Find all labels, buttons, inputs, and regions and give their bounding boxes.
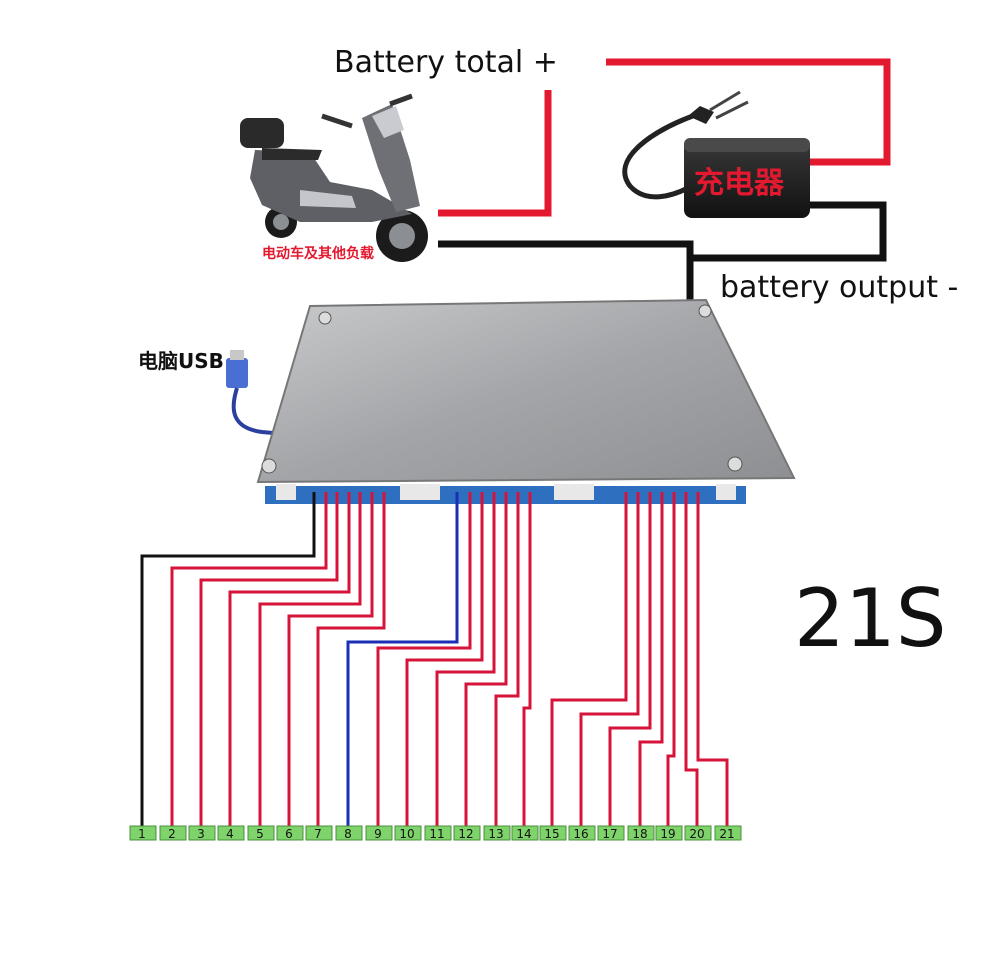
load-negative-wire [438,240,694,302]
terminal-block-4 [217,825,245,841]
terminal-block-3 [188,825,216,841]
terminal-label-13: 13 [488,827,503,841]
load-positive-wire [438,90,552,217]
terminal-block-19 [655,825,683,841]
terminal-block-12 [453,825,481,841]
scooter-caption: 电动车及其他负载 [262,245,374,262]
balance-wire-10 [405,492,484,832]
balance-wire-15 [550,492,628,832]
terminal-label-1: 1 [138,827,146,841]
terminal-label-4: 4 [226,827,234,841]
terminal-label-15: 15 [544,827,559,841]
terminal-block-17 [597,825,625,841]
terminal-block-18 [627,825,655,841]
terminal-label-18: 18 [632,827,647,841]
terminal-block-13 [483,825,511,841]
terminal-block-8 [335,825,363,841]
terminal-label-3: 3 [197,827,205,841]
balance-wire-11 [435,492,496,832]
balance-wire-3 [199,492,339,832]
terminal-block-21 [714,825,742,841]
terminal-label-2: 2 [168,827,176,841]
terminal-block-2 [159,825,187,841]
balance-wire-9 [376,492,472,832]
terminal-label-11: 11 [429,827,444,841]
terminal-block-5 [247,825,275,841]
terminal-block-16 [568,825,596,841]
balance-wire-8 [346,492,459,832]
terminal-label-5: 5 [256,827,264,841]
terminal-label-20: 20 [689,827,704,841]
terminal-block-10 [394,825,422,841]
balance-wire-17 [608,492,652,832]
terminal-block-6 [276,825,304,841]
balance-wires [140,492,729,832]
balance-wire-12 [464,492,508,832]
terminal-label-6: 6 [285,827,293,841]
balance-wire-19 [666,492,676,832]
usb-label: 电脑USB [138,349,224,373]
battery-output-label: battery output - [720,270,958,305]
balance-wire-13 [494,492,520,832]
balance-wire-4 [228,492,351,832]
balance-wire-2 [170,492,328,832]
terminal-label-19: 19 [660,827,675,841]
balance-wire-6 [287,492,374,832]
battery-total-label: Battery total + [334,45,558,80]
terminal-label-9: 9 [374,827,382,841]
balance-wire-7 [316,492,386,832]
balance-wire-18 [638,492,664,832]
terminal-label-16: 16 [573,827,588,841]
terminal-label-10: 10 [399,827,414,841]
balance-wire-1 [140,492,316,832]
terminal-label-12: 12 [458,827,473,841]
balance-wire-14 [522,492,532,832]
terminal-block-9 [365,825,393,841]
terminal-block-7 [305,825,333,841]
terminal-label-21: 21 [719,827,734,841]
terminal-block-11 [424,825,452,841]
charger-icon [622,90,810,218]
usb-cable-icon [226,350,307,438]
terminal-label-17: 17 [602,827,617,841]
terminal-label-8: 8 [344,827,352,841]
charger-text: 充电器 [694,166,785,201]
terminal-block-20 [684,825,712,841]
terminal-label-14: 14 [516,827,531,841]
terminal-block-1 [129,825,157,841]
terminal-block-15 [539,825,567,841]
bms-board [256,298,796,504]
terminal-block-14 [511,825,539,841]
balance-wire-21 [696,492,729,832]
charger-positive-wire [606,58,891,166]
balance-wire-20 [684,492,699,832]
charger-negative-wire [690,201,887,262]
terminal-label-7: 7 [314,827,322,841]
balance-wire-5 [258,492,362,832]
balance-wire-16 [579,492,640,832]
scooter-icon [240,93,428,262]
cell-count-label: 21S [794,572,947,665]
